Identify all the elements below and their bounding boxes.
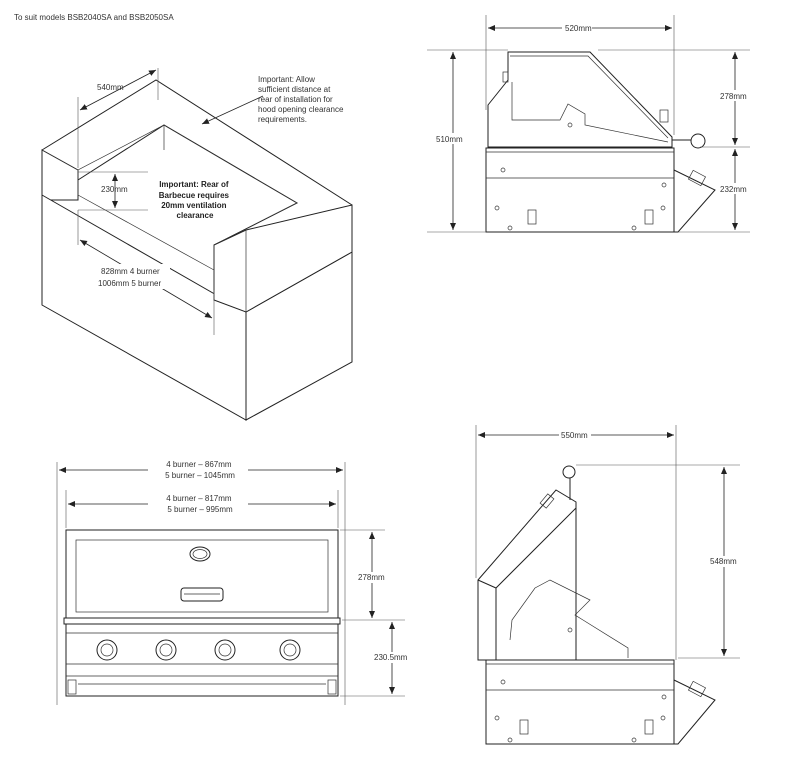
front-inner-label-1: 4 burner – 817mm <box>166 494 232 503</box>
knob-4-icon <box>279 639 301 661</box>
svg-text:4 burner – 867mm 5 burne: 4 burner – 867mm 5 burner – 1045mm <box>165 460 235 480</box>
models-note: To suit models BSB2040SA and BSB2050SA <box>14 13 174 22</box>
side-open-height-label: 548mm <box>710 557 737 566</box>
side-closed-depth-label: 520mm <box>565 24 592 33</box>
side-view-open: 550mm 548mm <box>475 425 742 745</box>
front-outer-label-1: 4 burner – 867mm <box>166 460 232 469</box>
front-view: 4 burner – 867mm 5 burner – 1045mm 4 bur… <box>56 458 412 705</box>
iso-width-label-1: 828mm 4 burner <box>101 267 160 276</box>
svg-text:4 burner – 817mm 5 burne: 4 burner – 817mm 5 burner – 995mm <box>166 494 234 514</box>
iso-rear-note-1: Important: Rear of <box>159 180 229 189</box>
front-outer-label-2: 5 burner – 1045mm <box>165 471 235 480</box>
iso-rear-note-2: Barbecue requires <box>159 191 230 200</box>
iso-hood-note-5: requirements. <box>258 115 307 124</box>
iso-width-label-2: 1006mm 5 burner <box>98 279 161 288</box>
iso-rear-note-4: clearance <box>177 211 214 220</box>
knob-3-icon <box>214 639 236 661</box>
front-base-label: 230.5mm <box>374 653 408 662</box>
iso-rear-note-3: 20mm ventilation <box>161 201 226 210</box>
knob-1-icon <box>96 639 118 661</box>
side-closed-base-label: 232mm <box>720 185 747 194</box>
side-open-depth-label: 550mm <box>561 431 588 440</box>
iso-hood-note-2: sufficient distance at <box>258 85 331 94</box>
iso-hood-note-4: hood opening clearance <box>258 105 344 114</box>
side-closed-total-label: 510mm <box>436 135 463 144</box>
iso-height-label: 230mm <box>101 185 128 194</box>
isometric-cutout-view: 540mm 230mm 828mm 4 burner 1006mm 5 burn… <box>41 68 353 421</box>
knob-2-icon <box>155 639 177 661</box>
side-view-closed: 520mm 510mm 278mm 232mm <box>427 15 750 233</box>
iso-hood-note-1: Important: Allow <box>258 75 315 84</box>
front-inner-label-2: 5 burner – 995mm <box>167 505 233 514</box>
svg-text:Important: Allow suffici: Important: Allow sufficient distance at … <box>258 75 346 124</box>
svg-text:Important: Rear of Barbe: Important: Rear of Barbecue requires 20m… <box>159 180 232 220</box>
iso-hood-note-3: rear of installation for <box>258 95 333 104</box>
iso-depth-label: 540mm <box>97 83 124 92</box>
front-hood-label: 278mm <box>358 573 385 582</box>
side-closed-hood-label: 278mm <box>720 92 747 101</box>
